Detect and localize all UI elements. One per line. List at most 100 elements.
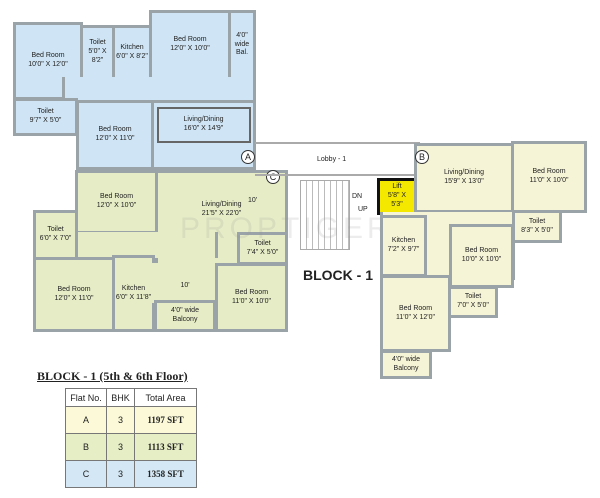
lift-size: 5'3"	[391, 200, 403, 208]
room-name: Toilet	[254, 239, 271, 247]
room-name: Kitchen	[120, 43, 144, 51]
lift-size: 5'8" X	[387, 192, 407, 200]
passage: 10'	[152, 263, 218, 303]
room-name: Bed Room	[31, 52, 65, 60]
room-size: 15'9" X 13'0"	[444, 178, 484, 185]
room-name: Bed Room	[398, 304, 433, 312]
column-header: Flat No.	[65, 388, 107, 407]
cell: C	[65, 460, 107, 488]
room-size: 11'0" X 10'0"	[231, 297, 272, 305]
room-size: Balcony	[172, 316, 198, 323]
room-size: 11'0" X 10'0"	[529, 177, 569, 184]
flat-a-marker: A	[241, 150, 255, 164]
table-title: BLOCK - 1 (5th & 6th Floor)	[37, 369, 188, 383]
cell: 3	[106, 460, 135, 488]
room-size: Balcony	[393, 364, 419, 372]
cell: B	[65, 433, 107, 461]
room-size: 16'0" X 14'9"	[183, 125, 224, 132]
room-size: 7'0" X 5'0"	[457, 302, 489, 309]
block-label: BLOCK - 1	[303, 267, 373, 283]
flat-b-marker: B	[415, 150, 429, 164]
room-size: 10'0" X 12'0"	[28, 61, 68, 68]
room-name: Bed Room	[532, 168, 566, 176]
column-header: Total Area	[134, 388, 197, 407]
dimension-label: 10'	[180, 281, 190, 289]
room-name: 4'0" wide	[171, 307, 199, 315]
room-name: Living/Dining	[183, 116, 224, 124]
room-name: 4'0" wide	[234, 31, 250, 48]
room-name: Toilet	[464, 293, 482, 301]
room-size: 6'0" X 11'8"	[115, 293, 152, 301]
staircase	[300, 180, 350, 250]
corridor	[62, 77, 256, 103]
table-header: Flat No. BHK Total Area	[65, 388, 197, 407]
column-header: BHK	[106, 388, 135, 407]
room-size: 5'0" X 8'2"	[88, 48, 107, 64]
room-size: 12'0" X 11'0"	[54, 294, 94, 302]
room-size: 8'3" X 5'0"	[521, 226, 553, 234]
room-name: Bed Room	[57, 285, 91, 293]
room-size: 7'4" X 5'0"	[246, 248, 279, 256]
room-name: Toilet	[89, 39, 106, 47]
room-size: 6'0" X 8'2"	[116, 52, 148, 60]
room-name: Bed Room	[173, 36, 207, 44]
room-name: 4'0" wide	[392, 355, 420, 363]
corridor	[75, 232, 218, 258]
room-size: 11'0" X 12'0"	[395, 313, 436, 321]
room-name: Bed Room	[464, 247, 499, 255]
room-size: Bal.	[235, 49, 249, 57]
room-size: 21'5" X 22'0"	[201, 209, 242, 217]
down-label: DN	[352, 193, 363, 200]
room-size: 12'0" X 11'0"	[95, 135, 135, 142]
room-name: Toilet	[47, 226, 64, 234]
room-name: Living/Dining	[201, 201, 242, 208]
room-name: Toilet	[37, 108, 54, 116]
flat-c-marker: C	[266, 170, 280, 184]
up-label: UP	[358, 206, 368, 213]
lobby-label: Lobby - 1	[317, 156, 347, 163]
room-name: Bed Room	[234, 288, 269, 296]
room-name: Bed Room	[98, 126, 132, 134]
cell: 1113 SFT	[134, 433, 197, 461]
room-name: Living/Dining	[443, 169, 485, 177]
cell: 1197 SFT	[134, 406, 197, 434]
room-size: 12'0" X 10'0"	[96, 202, 137, 209]
room-size: 7'2" X 9'7"	[387, 246, 420, 253]
room-size: 9'7" X 5'0"	[29, 117, 62, 124]
cell: 1358 SFT	[134, 460, 197, 488]
room-name: Kitchen	[391, 237, 416, 245]
room-name: Bed Room	[99, 193, 134, 201]
room-name: Toilet	[528, 217, 546, 225]
room-size: 6'0" X 7'0"	[39, 235, 72, 242]
lobby: Lobby - 1	[255, 142, 420, 176]
room-size: 10'0" X 10'0"	[461, 256, 502, 263]
lift-label: Lift	[392, 183, 402, 191]
